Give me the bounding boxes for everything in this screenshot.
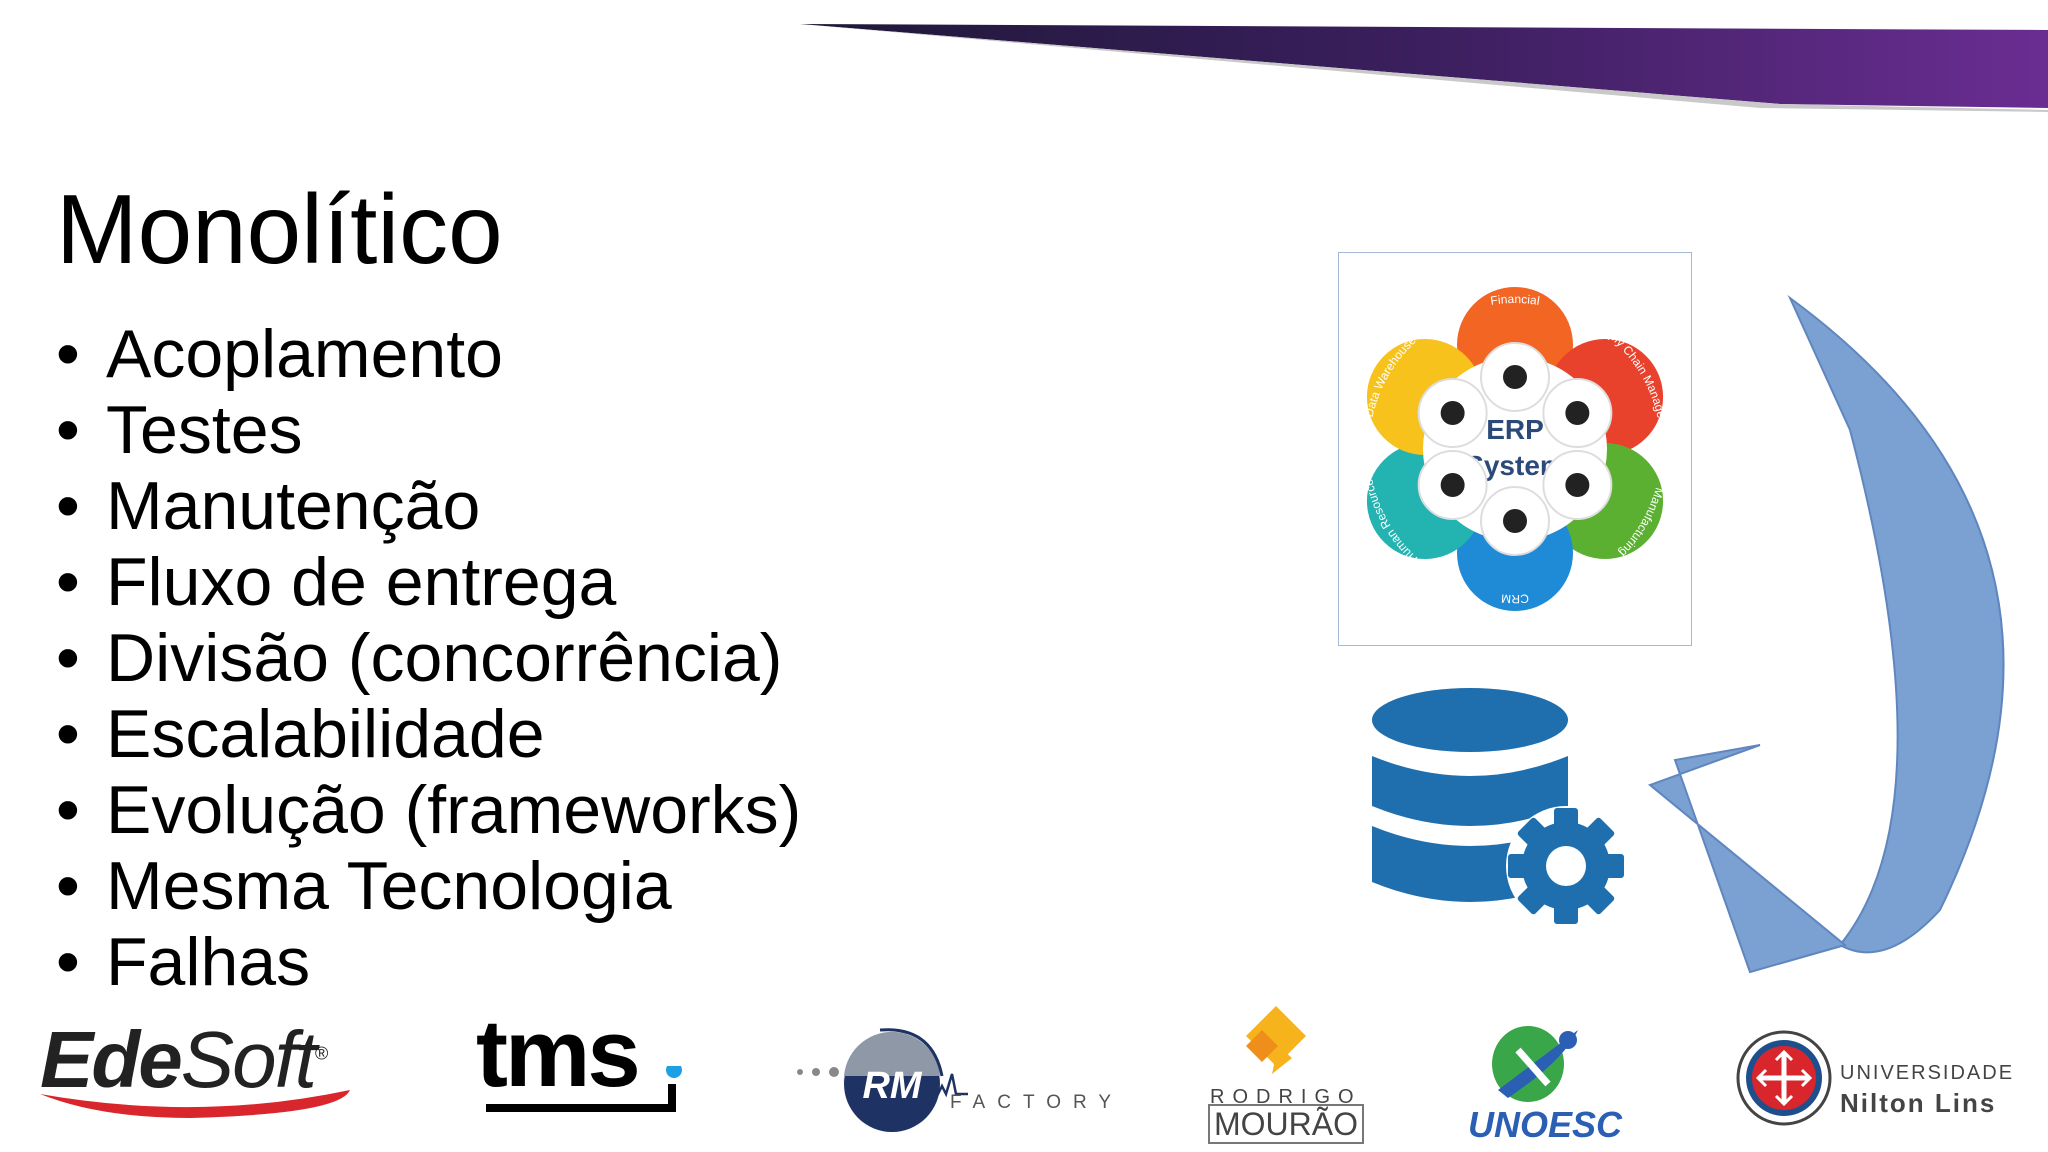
- bullet-glyph: •: [56, 848, 80, 924]
- team-icon: [1542, 378, 1613, 448]
- rodrigo-mourao-diamond-icon: [1246, 1006, 1306, 1074]
- unoesc-text: UNOESC: [1468, 1104, 1623, 1145]
- tms-text: tms: [476, 1000, 641, 1107]
- bullet-glyph: •: [56, 620, 80, 696]
- unoesc-figure-icon: [1492, 1026, 1578, 1102]
- bullet-item: • Manutenção: [56, 468, 801, 544]
- rm-factory-text: FACTORY: [950, 1092, 1124, 1113]
- bullet-item: • Mesma Tecnologia: [56, 848, 801, 924]
- rm-mark-text: RM: [862, 1065, 922, 1107]
- bullet-item: • Acoplamento: [56, 316, 801, 392]
- bullet-text: Acoplamento: [106, 316, 503, 392]
- top-banner: [800, 24, 2048, 112]
- bullet-text: Falhas: [106, 924, 311, 1000]
- bullet-glyph: •: [56, 772, 80, 848]
- bullet-glyph: •: [56, 544, 80, 620]
- network-icon: [1417, 378, 1488, 448]
- bullet-list: • Acoplamento • Testes • Manutenção • Fluxo …: [56, 316, 801, 1000]
- nilton-lins-logo: UNIVERSIDADE Nilton Lins: [1736, 1030, 2012, 1131]
- rm-factory-mark-icon: RM: [797, 1028, 968, 1132]
- edesoft-text-ede: Ede: [40, 1015, 183, 1104]
- bullet-item: • Escalabilidade: [56, 696, 801, 772]
- people-icon: [1417, 450, 1488, 520]
- tms-logo: tms: [476, 1000, 682, 1112]
- universidade-text: UNIVERSIDADE: [1840, 1062, 2015, 1084]
- bullet-glyph: •: [56, 468, 80, 544]
- curved-arrow-icon: [1648, 294, 2005, 974]
- unoesc-logo: UNOESC: [1468, 1020, 1622, 1145]
- edesoft-swoosh-icon: [40, 1090, 350, 1118]
- registered-mark: ®: [315, 1043, 328, 1064]
- bullet-glyph: •: [56, 392, 80, 468]
- rodrigo-text: RODRIGO: [1210, 1086, 1362, 1108]
- bullet-text: Testes: [106, 392, 303, 468]
- bullet-item: • Evolução (frameworks): [56, 772, 801, 848]
- money-hand-icon: [1480, 342, 1550, 412]
- bullet-item: • Testes: [56, 392, 801, 468]
- nilton-lins-text: Nilton Lins: [1840, 1088, 1997, 1118]
- erp-center-line1: ERP: [1486, 414, 1544, 445]
- erp-module-label: CRM: [1501, 591, 1530, 606]
- bullet-text: Manutenção: [106, 468, 481, 544]
- bullet-glyph: •: [56, 696, 80, 772]
- factory-icon: [1542, 450, 1613, 520]
- bullet-item: • Fluxo de entrega: [56, 544, 801, 620]
- bullet-text: Mesma Tecnologia: [106, 848, 672, 924]
- bullet-text: Divisão (concorrência): [106, 620, 783, 696]
- erp-module-label: Financial: [1489, 292, 1540, 308]
- nilton-lins-seal-icon: [1736, 1030, 1832, 1126]
- mourao-text: MOURÃO: [1208, 1104, 1364, 1144]
- database-gear-icon: [1372, 688, 1626, 926]
- edesoft-text-soft: Soft: [180, 1015, 317, 1104]
- bullet-item: • Falhas: [56, 924, 801, 1000]
- meeting-icon: [1480, 486, 1550, 556]
- bullet-glyph: •: [56, 316, 80, 392]
- rm-factory-logo: RM FACTORY: [792, 1016, 1111, 1141]
- bullet-text: Evolução (frameworks): [106, 772, 802, 848]
- tms-underline-icon: [486, 1066, 682, 1112]
- edesoft-logo: EdeSoft®: [40, 1020, 350, 1118]
- rodrigo-mourao-logo: RODRIGO MOURÃO: [1206, 1000, 1364, 1144]
- bullet-glyph: •: [56, 924, 80, 1000]
- bullet-text: Escalabilidade: [106, 696, 545, 772]
- bullet-text: Fluxo de entrega: [106, 544, 617, 620]
- bullet-item: • Divisão (concorrência): [56, 620, 801, 696]
- slide-title: Monolítico: [56, 174, 503, 284]
